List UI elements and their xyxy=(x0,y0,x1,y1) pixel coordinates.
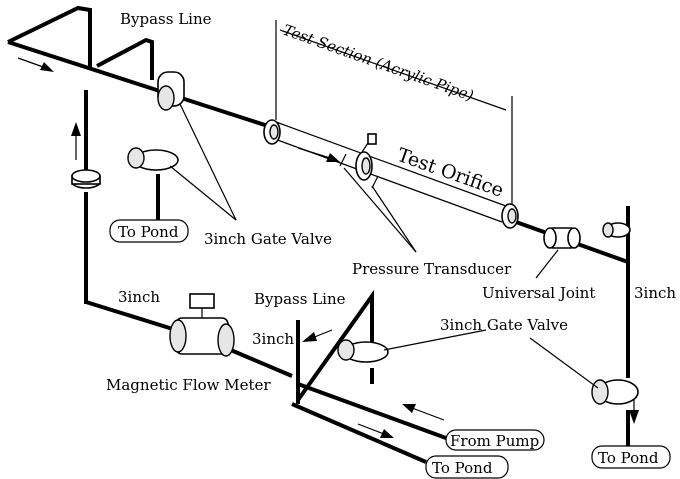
test-section-label: Test Section (Acrylic Pipe) xyxy=(281,21,476,105)
gate-valve-top-label: 3inch Gate Valve xyxy=(204,230,332,248)
gate-valve-top-drain xyxy=(127,147,179,171)
size-right-label: 3inch xyxy=(634,284,676,302)
test-section-coupling-right xyxy=(501,203,519,229)
to-pond-bottom-label: To Pond xyxy=(432,459,493,477)
size-mid-label: 3inch xyxy=(252,330,294,348)
lower-pipe-to-meter xyxy=(85,300,177,332)
to-pond-bottom-box xyxy=(425,455,509,479)
to-pond-top-box xyxy=(109,219,189,243)
magnetic-flow-meter-device xyxy=(169,293,235,357)
gate-valve-bottom-label: 3inch Gate Valve xyxy=(440,316,568,334)
main-pipe-upper xyxy=(7,40,269,128)
test-orifice-device xyxy=(355,133,377,181)
from-pump-pipe xyxy=(297,382,447,440)
flow-arrow-inlet xyxy=(17,57,54,72)
gate-valve-top-main xyxy=(157,71,185,111)
flow-arrow-from-pump xyxy=(402,404,445,421)
gate-valve-right-bottom xyxy=(591,379,639,405)
pressure-taps xyxy=(339,153,379,189)
pressure-transducer-label: Pressure Transducer xyxy=(352,260,512,278)
to-pond-top-label: To Pond xyxy=(118,223,179,241)
test-orifice-label: Test Orifice xyxy=(394,144,506,202)
flow-arrow-bypass-bottom xyxy=(302,329,333,342)
to-pond-bottom-pipe xyxy=(291,402,427,464)
inlet-pipe-top xyxy=(7,5,92,70)
gate-valve-bottom-bypass xyxy=(337,339,389,363)
flow-arrow-to-pond-bottom xyxy=(357,423,394,438)
gate-valve-right-top xyxy=(602,222,631,238)
coupling-left xyxy=(71,169,101,189)
size-left-label: 3inch xyxy=(118,288,160,306)
flow-arrow-up-left xyxy=(71,122,81,160)
to-pond-right-box xyxy=(591,445,671,469)
lower-pipe-after-meter xyxy=(225,346,293,378)
bypass-line-top-label: Bypass Line xyxy=(120,10,212,28)
test-section-coupling-left xyxy=(263,119,281,145)
magnetic-flow-meter-label: Magnetic Flow Meter xyxy=(106,376,271,394)
universal-joint-label: Universal Joint xyxy=(482,284,595,302)
to-pond-right-label: To Pond xyxy=(598,449,659,467)
universal-joint-device xyxy=(543,227,581,249)
from-pump-box xyxy=(445,429,545,451)
from-pump-label: From Pump xyxy=(450,432,539,450)
bypass-pipe-top xyxy=(96,37,154,80)
test-section-tube-upper xyxy=(275,121,507,207)
flow-arrow-test-section xyxy=(297,147,340,162)
bypass-line-bottom-label: Bypass Line xyxy=(254,290,346,308)
leader-lines xyxy=(169,20,599,389)
